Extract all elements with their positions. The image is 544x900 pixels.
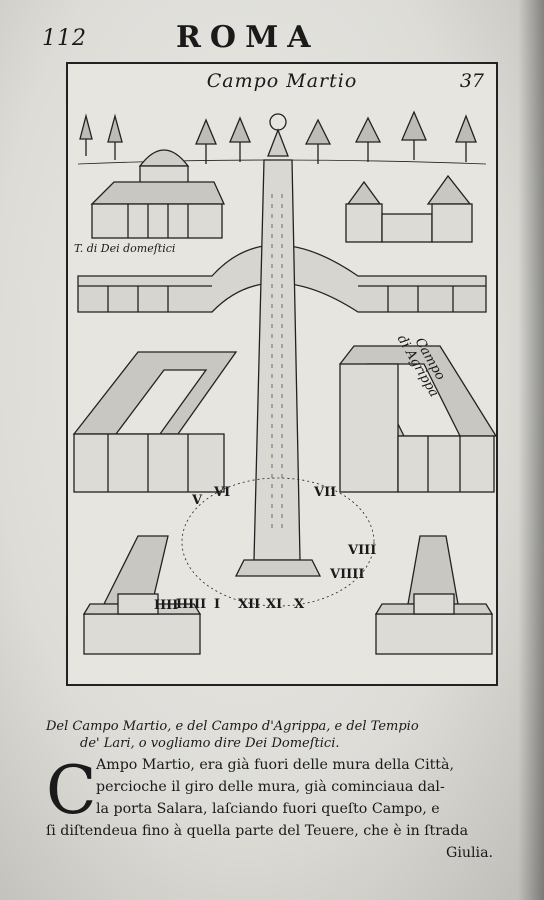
sundial-numerals: IIII III II I XII XI X VIIII VIII VII VI…	[154, 485, 376, 613]
tree-icon	[304, 118, 332, 164]
numeral: VIII	[347, 543, 376, 558]
building-icon	[374, 535, 494, 655]
body-line-1: Ampo Martio, era già fuori delle mura de…	[96, 757, 454, 773]
tree-icon	[229, 116, 251, 162]
page-number: 112	[42, 26, 87, 51]
label-dei-domestici: T. di Dei domeſtici	[74, 242, 176, 255]
numeral: VI	[213, 485, 230, 500]
book-gutter-shadow	[518, 0, 544, 900]
building-icon	[82, 535, 202, 655]
body-line-2: percioche il giro delle mura, già cominc…	[96, 779, 445, 795]
numeral: V	[191, 493, 203, 508]
plate-caption: Del Campo Martio, e del Campo d'Agrippa,…	[46, 718, 516, 752]
numeral: II	[194, 597, 206, 612]
tree-icon	[401, 110, 427, 160]
numeral: III	[176, 597, 194, 612]
numeral: XI	[266, 597, 282, 612]
numeral: VIIII	[329, 567, 364, 582]
tree-icon	[107, 113, 123, 160]
building-icon	[72, 351, 238, 493]
tree-icon	[354, 116, 382, 162]
obelisk-icon	[234, 113, 322, 577]
numeral: XII	[238, 597, 260, 612]
running-head: 112 ROMA	[0, 18, 544, 58]
drop-cap: C	[46, 752, 97, 829]
numeral: I	[214, 597, 220, 612]
temple-dei-domestici	[90, 149, 226, 239]
caption-line-2: de' Lari, o vogliamo dire Dei Domeſtici.	[80, 736, 340, 751]
numeral: X	[294, 597, 305, 612]
plate-title: Campo Martio	[206, 70, 358, 92]
tree-icon	[79, 113, 93, 156]
tree-icon	[455, 114, 477, 162]
body-line-4: ſi diſtendeua fino à quella parte del Te…	[46, 823, 469, 839]
body-line-5: Giulia.	[446, 845, 494, 861]
numeral: IIII	[154, 598, 178, 613]
caption-line-1: Del Campo Martio, e del Campo d'Agrippa,…	[46, 719, 419, 734]
tree-icon	[195, 118, 217, 164]
engraving-plate: IIII III II I XII XI X VIIII VIII VII VI…	[66, 62, 498, 686]
sundial-icon	[181, 477, 375, 607]
building-icon	[339, 345, 496, 493]
building-icon	[345, 174, 473, 243]
campo-martio-illustration: IIII III II I XII XI X VIIII VIII VII VI…	[72, 110, 496, 655]
numeral: VII	[313, 485, 336, 500]
body-line-3: la porta Salara, laſciando fuori queſto …	[96, 801, 440, 817]
plate-number: 37	[459, 70, 484, 92]
running-title: ROMA	[176, 20, 320, 55]
